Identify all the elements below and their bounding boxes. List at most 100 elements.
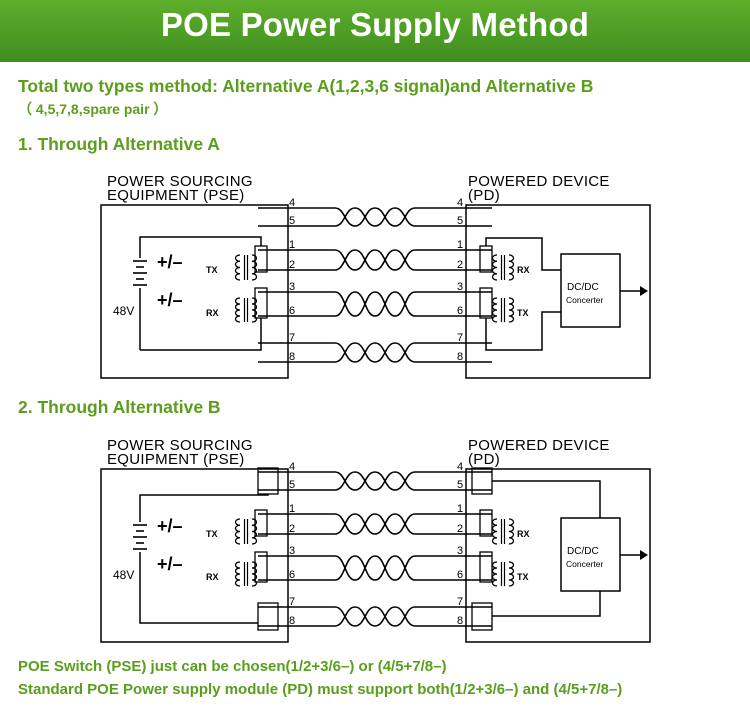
- twisted-pair-wire: [334, 291, 416, 317]
- pin-label-left: 3: [289, 545, 295, 557]
- pin-label-left: 2: [289, 259, 295, 271]
- pd-transformer-rx: [491, 254, 515, 281]
- twisted-pair-wire: [334, 471, 416, 491]
- twisted-pair-wire: [334, 555, 416, 581]
- output-arrow: [640, 550, 648, 560]
- pin-label-right: 6: [457, 569, 463, 581]
- page-title: POE Power Supply Method: [160, 6, 590, 43]
- pin-label-right: 6: [457, 305, 463, 317]
- title-banner: POE Power Supply Method: [0, 0, 750, 62]
- pin-label-left: 6: [289, 305, 295, 317]
- transformer-coil: [251, 254, 258, 281]
- section-a-heading: 1. Through Alternative A: [18, 134, 220, 154]
- pin-label-left: 3: [289, 281, 295, 293]
- center-tap: [479, 509, 493, 537]
- voltage-label: 48V: [113, 304, 134, 318]
- twisted-pair-wire: [334, 342, 416, 363]
- transformer-coil: [234, 561, 241, 587]
- pin-label-left: 8: [289, 615, 295, 627]
- spare-pair-tap: [257, 602, 279, 631]
- pin-label-left: 2: [289, 523, 295, 535]
- transformer-coil: [508, 254, 515, 281]
- polarity-mark: +/–: [157, 290, 183, 310]
- power-wire: [492, 480, 601, 518]
- transformer-coil: [508, 518, 515, 545]
- polarity-mark: +/–: [157, 252, 183, 272]
- twisted-pair-wire: [334, 513, 416, 535]
- pd-transformer-tx: [491, 561, 515, 587]
- transformer-coil: [491, 254, 498, 281]
- pd-tx-label: TX: [517, 308, 529, 318]
- center-tap: [479, 551, 493, 583]
- pin-label-right: 8: [457, 351, 463, 363]
- pin-label-left: 7: [289, 332, 295, 344]
- pin-label-left: 7: [289, 596, 295, 608]
- twisted-pair-wire: [334, 249, 416, 271]
- pin-label-right: 7: [457, 332, 463, 344]
- transformer-coil: [491, 518, 498, 545]
- rx-label: RX: [206, 572, 219, 582]
- transformer-coil: [234, 518, 241, 545]
- pin-label-left: 1: [289, 239, 295, 251]
- pse-title: EQUIPMENT (PSE): [107, 451, 245, 468]
- pin-label-left: 5: [289, 479, 295, 491]
- transformer-coil: [491, 561, 498, 587]
- pd-title: (PD): [468, 187, 500, 204]
- twisted-pair-wire: [334, 606, 416, 627]
- pin-label-left: 5: [289, 215, 295, 227]
- transformer-coil: [508, 297, 515, 323]
- pin-label-right: 1: [457, 239, 463, 251]
- pin-label-right: 7: [457, 596, 463, 608]
- pd-transformer-tx: [491, 297, 515, 323]
- pin-label-right: 1: [457, 503, 463, 515]
- pin-label-left: 4: [289, 197, 295, 209]
- transformer-coil: [234, 297, 241, 323]
- pse-title: POWER SOURCING: [107, 437, 253, 454]
- polarity-mark: +/–: [157, 554, 183, 574]
- intro-text: Total two types method: Alternative A(1,…: [18, 76, 594, 96]
- center-tap: [254, 551, 268, 583]
- transformer-coil: [491, 297, 498, 323]
- pse-title: POWER SOURCING: [107, 173, 253, 190]
- pin-label-right: 2: [457, 523, 463, 535]
- pin-label-right: 3: [457, 545, 463, 557]
- pd-tx-label: TX: [517, 572, 529, 582]
- pse-transformer-rx: [234, 297, 258, 323]
- pd-transformer-rx: [491, 518, 515, 545]
- twisted-pair-wire: [334, 513, 416, 535]
- transformer-coil: [234, 254, 241, 281]
- section-b-heading: 2. Through Alternative B: [18, 397, 221, 417]
- pse-transformer-tx: [234, 518, 258, 545]
- tx-label: TX: [206, 265, 218, 275]
- pin-label-left: 4: [289, 461, 295, 473]
- twisted-pair-wire: [334, 606, 416, 627]
- pse-transformer-rx: [234, 561, 258, 587]
- pd-title: POWERED DEVICE: [468, 437, 610, 454]
- transformer-coil: [251, 561, 258, 587]
- pin-label-left: 1: [289, 503, 295, 515]
- twisted-pair-wire: [334, 207, 416, 227]
- pd-title: (PD): [468, 451, 500, 468]
- twisted-pair-wire: [334, 291, 416, 317]
- dcdc-label: Concerter: [566, 295, 603, 305]
- twisted-pair-wire: [334, 207, 416, 227]
- voltage-label: 48V: [113, 568, 134, 582]
- twisted-pair-wire: [334, 342, 416, 363]
- pin-label-right: 4: [457, 461, 463, 473]
- power-wire: [492, 591, 601, 617]
- power-wire: [485, 311, 561, 351]
- polarity-mark: +/–: [157, 516, 183, 536]
- pin-label-right: 8: [457, 615, 463, 627]
- dcdc-label: DC/DC: [567, 282, 599, 293]
- intro-text-2: （ 4,5,7,8,spare pair ）: [18, 101, 168, 117]
- transformer-coil: [251, 518, 258, 545]
- pin-label-right: 2: [457, 259, 463, 271]
- center-tap: [254, 509, 268, 537]
- pd-title: POWERED DEVICE: [468, 173, 610, 190]
- pin-label-left: 6: [289, 569, 295, 581]
- pd-rx-label: RX: [517, 265, 530, 275]
- output-arrow: [640, 286, 648, 296]
